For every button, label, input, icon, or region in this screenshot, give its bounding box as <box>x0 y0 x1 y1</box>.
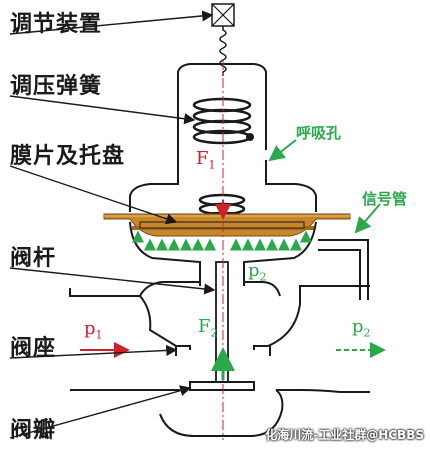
regulating-spring <box>192 97 252 145</box>
label-valve-stem: 阀杆 <box>10 246 57 271</box>
signal-pipe <box>318 239 369 300</box>
valve-disc <box>189 381 255 391</box>
spring-bonnet <box>177 63 267 153</box>
diaphragm-housing-lower <box>129 221 317 286</box>
diaphragm-tray <box>139 221 305 229</box>
label-p2-outlet: p2 <box>352 316 371 340</box>
signal-pipe-pointer <box>354 203 381 234</box>
diaphragm-housing-upper <box>129 153 317 212</box>
label-breathing-hole: 呼吸孔 <box>296 124 342 142</box>
pressure-arrows <box>132 230 312 251</box>
label-f2: F2 <box>198 316 218 340</box>
label-regulating-spring: 调压弹簧 <box>10 74 103 99</box>
label-adjusting-device: 调节装置 <box>10 12 103 37</box>
leader-lines <box>9 10 216 439</box>
valve-body-lower <box>70 389 370 437</box>
watermark: 化海川流-工业社群@HCBBS <box>265 428 424 442</box>
label-signal-pipe: 信号管 <box>362 190 408 208</box>
label-valve-seat: 阀座 <box>10 336 57 361</box>
breathing-hole-pointer <box>268 139 297 162</box>
label-diaphragm-and-tray: 膜片及托盘 <box>10 144 126 169</box>
spring-end-dot <box>246 133 254 141</box>
label-f1: F1 <box>196 148 216 172</box>
label-p1: p1 <box>84 318 103 342</box>
label-valve-disc: 阀瓣 <box>10 418 57 443</box>
adjusting-device-box <box>211 3 235 27</box>
label-p2-upper: p2 <box>248 260 267 284</box>
